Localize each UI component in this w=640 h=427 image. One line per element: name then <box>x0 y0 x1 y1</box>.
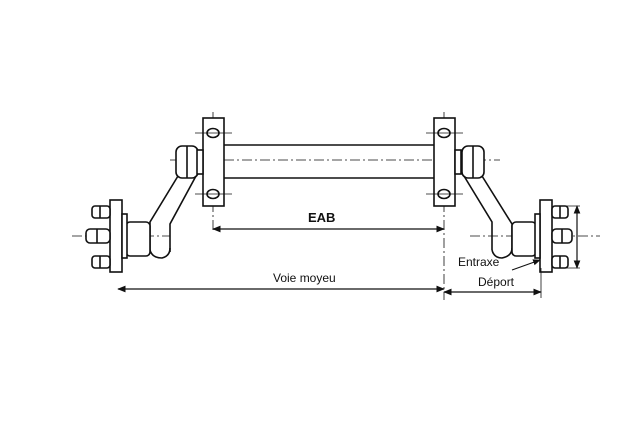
right-swing-arm <box>463 175 513 259</box>
right-hub <box>511 199 573 273</box>
center-lines <box>72 112 600 300</box>
left-wheel-studs <box>85 205 111 269</box>
label-entraxe: Entraxe <box>458 255 500 269</box>
label-deport: Déport <box>478 275 515 289</box>
left-torsion-bushing <box>175 145 204 179</box>
dimension-deport <box>443 268 542 298</box>
axle-beam <box>224 144 434 179</box>
left-hub <box>85 199 151 273</box>
label-voie-moyeu: Voie moyeu <box>273 271 336 285</box>
right-torsion-bushing <box>454 145 485 179</box>
left-mounting-bracket <box>195 117 232 207</box>
right-wheel-studs <box>551 205 573 269</box>
right-mounting-bracket <box>426 117 463 207</box>
label-eab: EAB <box>308 210 335 225</box>
dimension-entraxe <box>511 205 581 271</box>
left-swing-arm <box>149 175 197 259</box>
